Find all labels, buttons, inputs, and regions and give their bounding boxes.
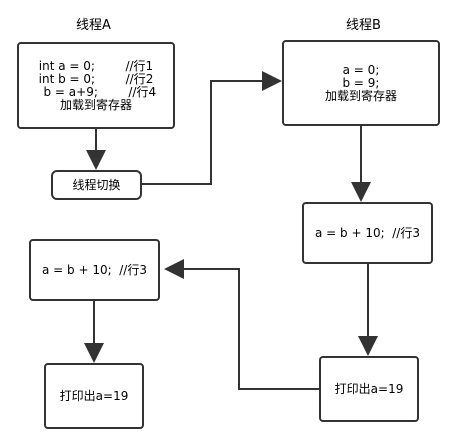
node-label: 打印出a=19 — [59, 388, 129, 403]
node-a-init: int a = 0; //行1 int b = 0; //行2 b = a+9;… — [17, 42, 175, 129]
code-line: b = 9; — [342, 75, 380, 90]
arrow-switch-to-b1 — [142, 71, 282, 185]
node-thread-switch: 线程切换 — [51, 170, 142, 200]
node-b-print: 打印出a=19 — [319, 356, 419, 422]
node-label: a = b + 10; //行3 — [41, 262, 147, 277]
node-a-print: 打印出a=19 — [44, 363, 144, 429]
code-line: 加载到寄存器 — [59, 97, 132, 112]
node-label: 打印出a=19 — [334, 381, 404, 396]
code-line: int b = 0; //行2 — [38, 71, 154, 86]
code-line: 加载到寄存器 — [324, 88, 397, 103]
node-b-init: a = 0; b = 9; 加载到寄存器 — [282, 40, 440, 126]
lane-title-thread-b: 线程B — [346, 18, 381, 33]
node-label: 线程切换 — [72, 177, 121, 192]
node-a-compute: a = b + 10; //行3 — [29, 239, 160, 301]
code-line: b = a+9; //行4 — [35, 84, 157, 99]
node-b-compute: a = b + 10; //行3 — [302, 202, 433, 264]
arrow-b3-to-a3 — [164, 259, 319, 390]
code-line: a = 0; — [342, 62, 380, 77]
node-label: a = b + 10; //行3 — [314, 225, 420, 240]
code-line: int a = 0; //行1 — [38, 58, 154, 73]
lane-title-thread-a: 线程A — [76, 18, 111, 33]
